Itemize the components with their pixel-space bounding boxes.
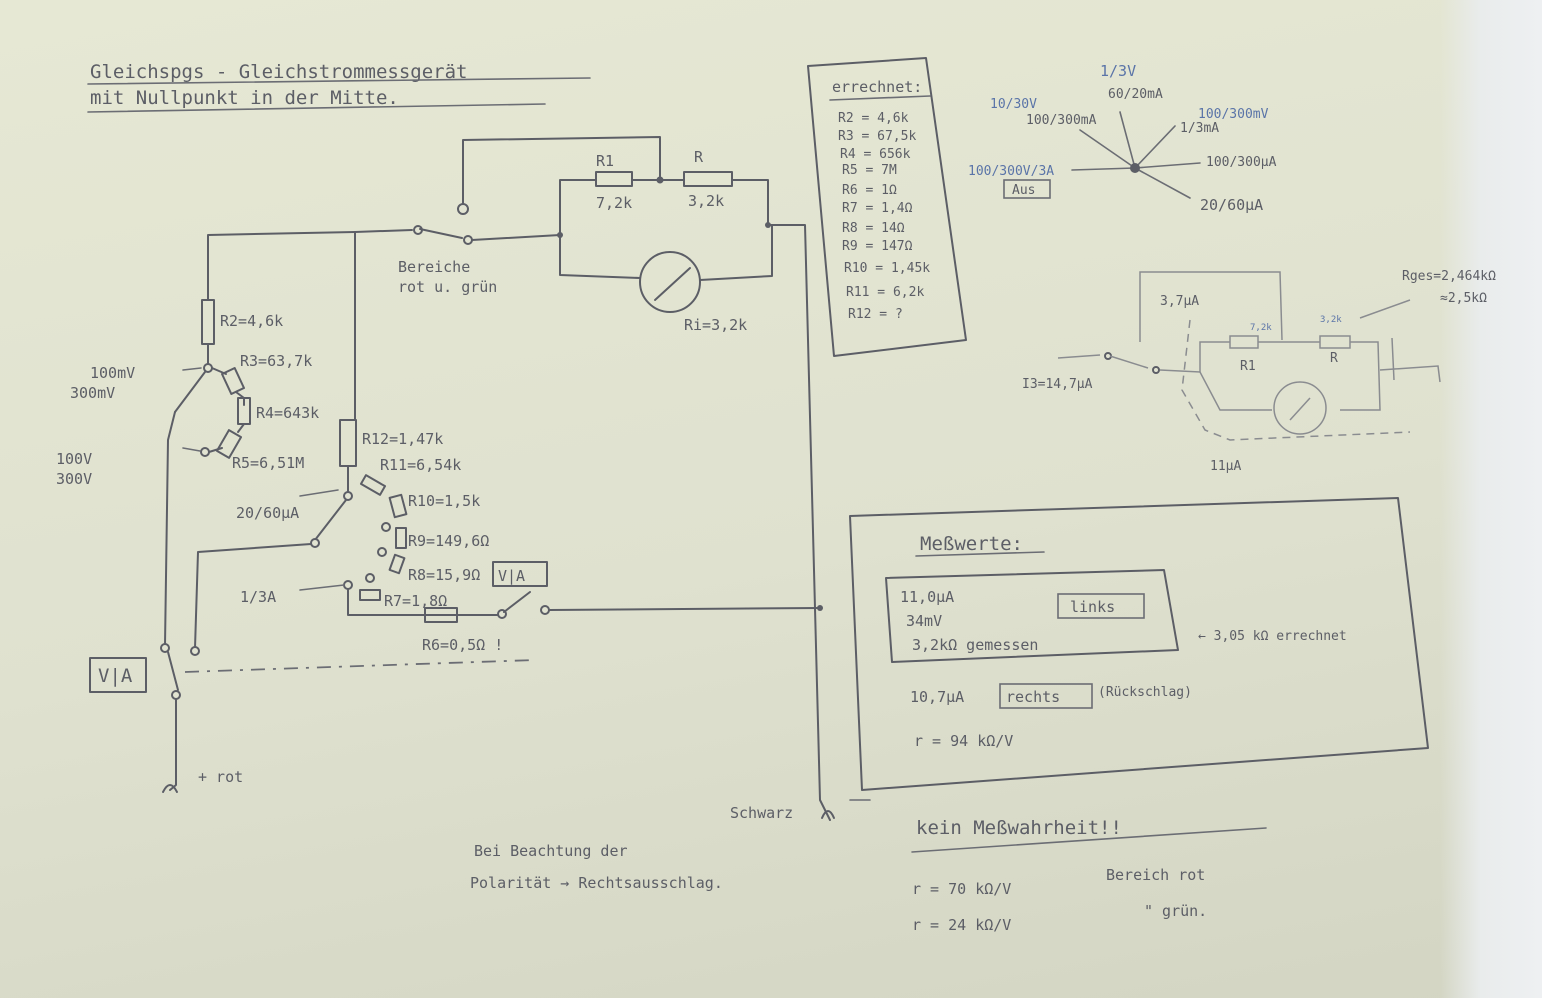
dial-aus: Aus (1012, 183, 1035, 198)
messwert-voltage: 34mV (906, 612, 942, 630)
label-r9: R9=149,6Ω (408, 532, 489, 550)
footer-sensitivity-1-note: Bereich rot (1106, 866, 1205, 884)
messwerte-header: Meßwerte: (920, 533, 1023, 555)
dial-top: 1/3V (1100, 62, 1136, 80)
messwert-current: 11,0μA (900, 588, 954, 606)
label-r7: R7=1,8Ω (384, 592, 447, 610)
errechnet-r11: R11 = 6,2k (846, 285, 924, 300)
label-r12: R12=1,47k (362, 430, 443, 448)
footer-notes: Bei Beachtung der Polarität → Rechtsauss… (470, 842, 1207, 934)
label-range-v-2: 300V (56, 470, 92, 488)
footer-line-2: Polarität → Rechtsausschlag. (470, 874, 723, 892)
label-minus-terminal: Schwarz (730, 804, 793, 822)
inset-rges: Rges=2,464kΩ (1402, 269, 1496, 284)
dial-right: 1/3mA (1180, 121, 1219, 136)
errechnet-header: errechnet: (832, 78, 922, 96)
second-sheet-edge (1440, 0, 1542, 998)
errechnet-r2: R2 = 4,6k (838, 111, 909, 126)
messwert-current-2: 10,7μA (910, 688, 964, 706)
dial-right-blue: 100/300mV (1198, 107, 1269, 122)
label-va-mid: V|A (498, 567, 525, 585)
label-r1-value: 7,2k (596, 194, 632, 212)
inset-small-1: 7,2k (1250, 323, 1272, 333)
errechnet-r6: R6 = 1Ω (842, 183, 897, 198)
main-circuit (160, 136, 871, 821)
kein-block: kein Meßwahrheit!! (911, 817, 1267, 853)
inset-input-current: I3=14,7μA (1022, 377, 1093, 392)
title-block: Gleichspgs - Gleichstrommessgerät mit Nu… (87, 61, 591, 113)
label-r11: R11=6,54k (380, 456, 461, 474)
label-r6: R6=0,5Ω ! (422, 636, 503, 654)
range-dial: 1/3V 60/20mA 10/30V 100/300mA 100/300mV … (968, 62, 1277, 214)
label-r-value: 3,2k (688, 192, 724, 210)
inset-r1: R1 (1240, 359, 1256, 374)
errechnet-r12: R12 = ? (848, 307, 903, 322)
label-r10: R10=1,5k (408, 492, 480, 510)
label-r: R (694, 148, 704, 166)
label-r4: R4=643k (256, 404, 319, 422)
dial-bottom: 20/60μA (1200, 196, 1263, 214)
label-range-ua: 20/60μA (236, 504, 299, 522)
errechnet-r8: R8 = 14Ω (842, 221, 905, 236)
errechnet-r10: R10 = 1,45k (844, 261, 930, 276)
label-r5: R5=6,51M (232, 454, 304, 472)
dial-top-sub: 60/20mA (1108, 87, 1163, 102)
messwert-rechts: rechts (1006, 688, 1060, 706)
messwerte-box: Meßwerte: 11,0μA 34mV 3,2kΩ gemessen lin… (849, 497, 1429, 791)
messwert-links: links (1070, 598, 1115, 616)
label-r3: R3=63,7k (240, 352, 312, 370)
label-r8: R8=15,9Ω (408, 566, 480, 584)
footer-sensitivity-2-note: " grün. (1144, 902, 1207, 920)
label-range-mv-2: 300mV (70, 384, 115, 402)
footer-sensitivity-2: r = 24 kΩ/V (912, 916, 1011, 934)
inset-rges-approx: ≈2,5kΩ (1440, 291, 1487, 306)
errechnet-r5: R5 = 7M (842, 163, 897, 178)
errechnet-r4: R4 = 656k (840, 147, 911, 162)
dial-mid-left: 100/300V/3A (968, 164, 1054, 179)
title-line-2: mit Nullpunkt in der Mitte. (90, 87, 399, 109)
messwert-resistance: 3,2kΩ gemessen (912, 636, 1038, 654)
messwert-errechnet-note: ← 3,05 kΩ errechnet (1198, 629, 1347, 644)
inset-bottom-current: 11μA (1210, 459, 1241, 474)
main-circuit-labels: R1 R 7,2k 3,2k Ri=3,2k Bereiche rot u. g… (56, 148, 793, 822)
errechnet-r9: R9 = 147Ω (842, 239, 913, 254)
footer-line-1: Bei Beachtung der (474, 842, 628, 860)
dial-left-blue: 10/30V (990, 97, 1037, 112)
label-range-a: 1/3A (240, 588, 276, 606)
label-ri: Ri=3,2k (684, 316, 747, 334)
inset-current-top: 3,7μA (1160, 294, 1199, 309)
messwert-sensitivity: r = 94 kΩ/V (914, 732, 1013, 750)
errechnet-r3: R3 = 67,5k (838, 129, 916, 144)
label-r1: R1 (596, 152, 614, 170)
title-line-1: Gleichspgs - Gleichstrommessgerät (90, 61, 468, 83)
label-r2: R2=4,6k (220, 312, 283, 330)
errechnet-r7: R7 = 1,4Ω (842, 201, 913, 216)
dial-left: 100/300mA (1026, 113, 1097, 128)
label-bereiche: Bereiche (398, 258, 470, 276)
errechnet-box: errechnet: R2 = 4,6k R3 = 67,5k R4 = 656… (807, 57, 967, 357)
inset-r: R (1330, 351, 1338, 366)
dial-mid-right: 100/300μA (1206, 155, 1277, 170)
label-plus-terminal: + rot (198, 768, 243, 786)
inset-small-2: 3,2k (1320, 315, 1342, 325)
inset-sketch: 3,7μA Rges=2,464kΩ ≈2,5kΩ I3=14,7μA R1 R… (1022, 269, 1496, 474)
label-bereiche-colors: rot u. grün (398, 278, 497, 296)
label-range-mv-1: 100mV (90, 364, 135, 382)
label-va-left: V|A (98, 665, 133, 687)
messwert-rueckschlag: (Rückschlag) (1098, 685, 1192, 700)
kein-line: kein Meßwahrheit!! (916, 817, 1122, 839)
footer-sensitivity-1: r = 70 kΩ/V (912, 880, 1011, 898)
label-range-v-1: 100V (56, 450, 92, 468)
